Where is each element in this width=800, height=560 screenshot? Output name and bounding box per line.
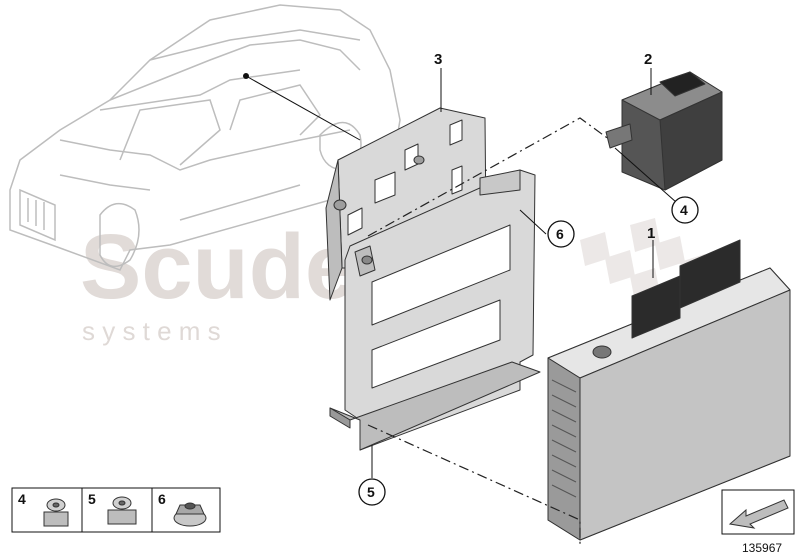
callout-6-circle: 6 <box>547 220 575 248</box>
callout-2: 2 <box>644 51 652 68</box>
callout-3: 3 <box>434 51 442 68</box>
callout-4: 4 <box>680 202 688 218</box>
legend-label-4: 4 <box>18 491 26 507</box>
callout-5: 5 <box>367 484 375 500</box>
connection-lines <box>367 117 611 545</box>
clip-nut-5-icon <box>107 496 137 525</box>
orientation-arrow-box <box>721 489 795 535</box>
diagram-id: 135967 <box>742 541 782 555</box>
part-1-control-unit <box>547 239 791 541</box>
part-2-module <box>605 71 723 191</box>
legend-label-5: 5 <box>88 491 96 507</box>
leader-lines <box>371 68 686 478</box>
clip-nut-4-icon <box>43 498 69 527</box>
locator-leader-line <box>245 75 361 141</box>
flange-nut-6-icon <box>173 502 207 527</box>
small-parts-legend: 4 5 6 <box>11 487 221 533</box>
watermark-subtext: s y s t e m s <box>82 316 221 346</box>
legend-label-6: 6 <box>158 491 166 507</box>
callout-6: 6 <box>556 226 564 242</box>
callout-5-circle: 5 <box>358 478 386 506</box>
callout-1: 1 <box>647 225 655 242</box>
callout-4-circle: 4 <box>671 196 699 224</box>
part-6-bracket <box>329 169 541 451</box>
